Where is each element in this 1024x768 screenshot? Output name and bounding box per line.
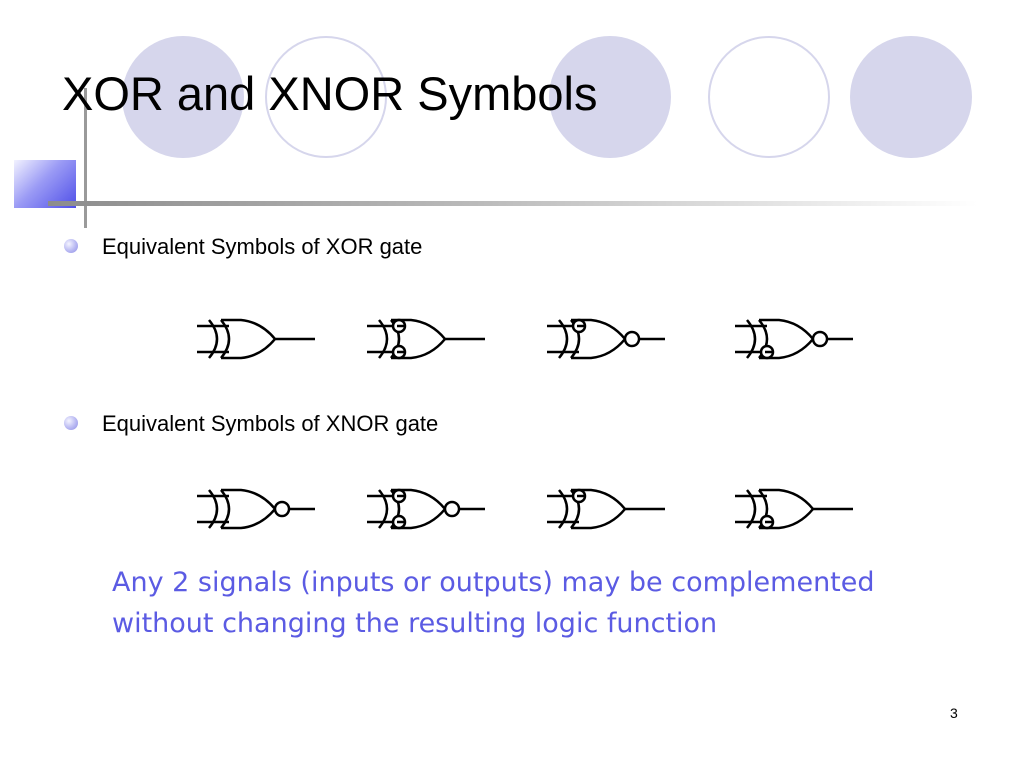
xor-gate-symbol — [547, 318, 665, 360]
xor-back-curve — [558, 319, 569, 359]
xor-gate-symbol — [735, 488, 853, 530]
xor-gate-symbol — [367, 318, 485, 360]
title-vertical-rule — [84, 88, 87, 228]
bullet-dot-icon — [64, 239, 78, 253]
decor-circle-2 — [265, 36, 387, 158]
bullet-text-xnor: Equivalent Symbols of XNOR gate — [102, 411, 439, 436]
xor-back-curve — [746, 319, 757, 359]
xor-equivalent-symbols — [197, 318, 853, 360]
xor-inner-curve — [220, 319, 231, 359]
accent-square — [14, 160, 76, 208]
xor-back-curve — [208, 489, 219, 529]
bullet-dot-icon — [64, 416, 78, 430]
xor-back-curve — [558, 489, 569, 529]
xor-inner-curve — [220, 489, 231, 529]
title-horizontal-rule — [48, 201, 978, 206]
slide-title: XOR and XNOR Symbols — [62, 67, 598, 120]
output-inversion-bubble — [273, 500, 291, 518]
xor-gate-symbol — [547, 488, 665, 530]
decor-circle-5 — [850, 36, 972, 158]
output-inversion-bubble — [623, 330, 641, 348]
xnor-equivalent-symbols — [197, 488, 853, 530]
xor-gate-symbol — [367, 488, 485, 530]
xor-gate-symbol — [735, 318, 853, 360]
page-number: 3 — [950, 705, 958, 721]
xor-back-curve — [378, 319, 389, 359]
bullet-text-xor: Equivalent Symbols of XOR gate — [102, 234, 423, 259]
output-inversion-bubble — [811, 330, 829, 348]
xor-back-curve — [746, 489, 757, 529]
xor-gate-symbol — [197, 488, 315, 530]
complement-note: Any 2 signals (inputs or outputs) may be… — [112, 567, 875, 639]
output-inversion-bubble — [443, 500, 461, 518]
xor-back-curve — [208, 319, 219, 359]
xor-gate-symbol — [197, 318, 315, 360]
decor-circle-1 — [122, 36, 244, 158]
xor-back-curve — [378, 489, 389, 529]
decor-circle-4 — [708, 36, 830, 158]
decor-circle-3 — [549, 36, 671, 158]
